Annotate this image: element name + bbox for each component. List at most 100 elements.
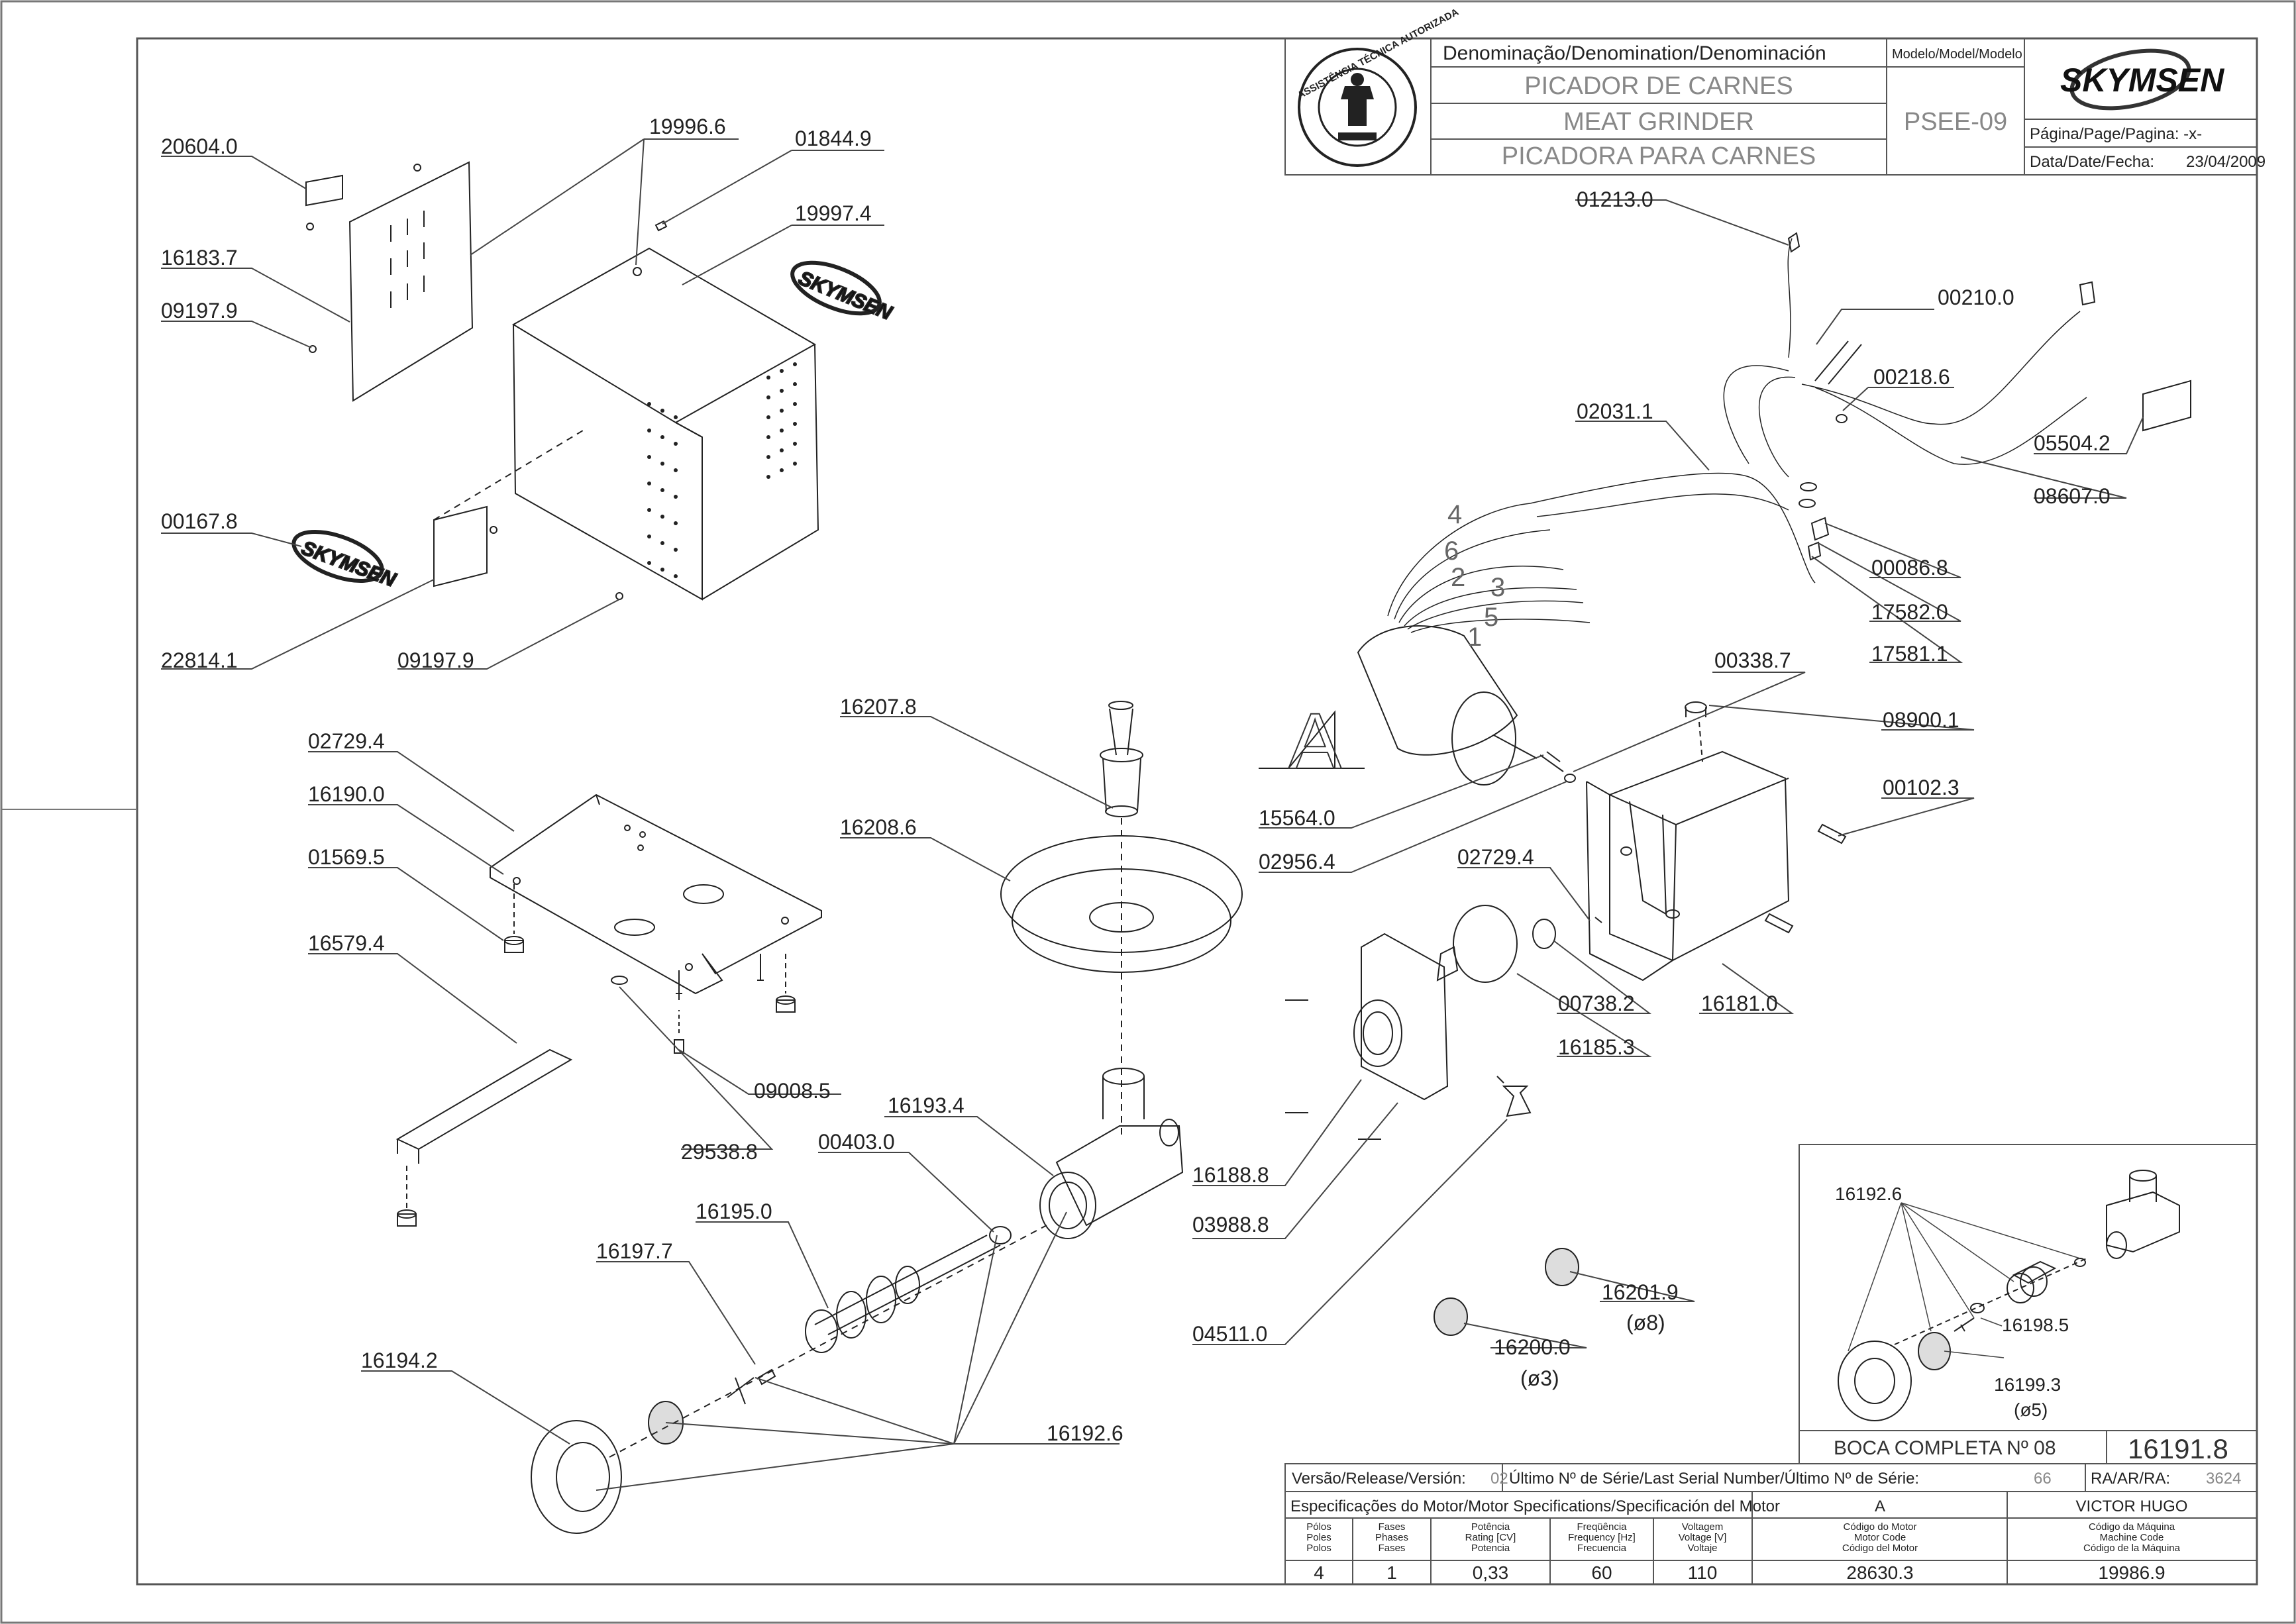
front-flange xyxy=(1361,933,1449,1101)
inset-frame xyxy=(1799,1144,2258,1431)
part-02729-4-b: 02729.4 xyxy=(1457,845,1534,869)
inset-drawing xyxy=(1838,1170,2180,1421)
part-00086-8: 00086.8 xyxy=(1871,556,1948,580)
part-16195-0: 16195.0 xyxy=(696,1199,772,1223)
revision-value: A xyxy=(1875,1497,1885,1515)
version-value: 02 xyxy=(1490,1470,1508,1488)
part-17581-1: 17581.1 xyxy=(1871,642,1948,666)
gearbox xyxy=(1609,750,1790,962)
part-02729-4-a: 02729.4 xyxy=(308,729,385,753)
name-en: MEAT GRINDER xyxy=(1563,108,1754,136)
part-16188-8: 16188.8 xyxy=(1192,1163,1269,1187)
part-02031-1: 02031.1 xyxy=(1577,399,1653,423)
authorized-seal: ASSISTÊNCIA TÉCNICA AUTORIZADA xyxy=(1295,6,1461,167)
rear-panel xyxy=(348,161,474,402)
part-09008-5: 09008.5 xyxy=(754,1079,831,1103)
part-16183-7: 16183.7 xyxy=(161,246,238,270)
title-block xyxy=(1284,38,2258,176)
part-16200-0-diameter: (ø3) xyxy=(1520,1366,1559,1390)
part-16194-2: 16194.2 xyxy=(361,1348,438,1372)
part-16193-4: 16193.4 xyxy=(888,1093,965,1117)
housing-label xyxy=(433,505,488,587)
cord-label xyxy=(2142,380,2191,432)
view-arrow xyxy=(1259,710,1365,769)
part-01213-0: 01213.0 xyxy=(1577,187,1653,211)
motor-wires xyxy=(1387,472,1816,633)
inset-leaders xyxy=(1848,1202,2081,1358)
wire-number-3: 3 xyxy=(1490,573,1505,602)
spec-label-line: Voltaje xyxy=(1687,1543,1717,1554)
part-16579-4: 16579.4 xyxy=(308,931,385,955)
spec-label-line: Phases xyxy=(1375,1532,1408,1543)
spec-label-line: Voltage [V] xyxy=(1679,1532,1727,1543)
spec-label-line: Freqüência xyxy=(1577,1521,1627,1533)
spec-label-line: Código da Máquina xyxy=(2089,1521,2175,1533)
wire-numbers: 4 6 2 3 5 1 xyxy=(1444,500,1505,652)
part-22814-1: 22814.1 xyxy=(161,648,238,672)
plate-8mm xyxy=(1545,1248,1579,1286)
wire-number-2: 2 xyxy=(1451,563,1465,592)
part-16192-6: 16192.6 xyxy=(1047,1421,1123,1445)
part-16200-0: 16200.0 xyxy=(1494,1335,1571,1359)
part-09197-9-a: 09197.9 xyxy=(161,299,238,323)
coupling xyxy=(1453,905,1518,983)
part-20604-0: 20604.0 xyxy=(161,134,238,158)
part-19997-4: 19997.4 xyxy=(795,201,872,225)
part-01844-9: 01844.9 xyxy=(795,127,872,150)
spec-value: 1 xyxy=(1386,1562,1397,1583)
version-label: Versão/Release/Versión: xyxy=(1292,1470,1466,1488)
spec-value: 28630.3 xyxy=(1846,1562,1913,1583)
author-value: VICTOR HUGO xyxy=(2076,1497,2188,1515)
part-01569-5: 01569.5 xyxy=(308,845,385,869)
leader-lines xyxy=(161,138,2144,1491)
spec-label-line: Frequency [Hz] xyxy=(1568,1532,1636,1543)
spec-value: 19986.9 xyxy=(2098,1562,2165,1583)
part-29538-8: 29538.8 xyxy=(681,1140,758,1164)
spec-label-line: Fases xyxy=(1379,1521,1406,1533)
bracket xyxy=(395,1048,573,1164)
ra-value: 3624 xyxy=(2206,1470,2241,1488)
spec-label-line: Potencia xyxy=(1471,1543,1510,1554)
spec-value: 110 xyxy=(1688,1562,1718,1583)
seal-text: ASSISTÊNCIA TÉCNICA AUTORIZADA xyxy=(1295,6,1461,101)
drawing-frame xyxy=(136,37,2258,1586)
part-04511-0: 04511.0 xyxy=(1192,1322,1267,1346)
spec-value: 0,33 xyxy=(1473,1562,1509,1583)
part-05504-2: 05504.2 xyxy=(2034,431,2111,455)
spec-label-line: Polos xyxy=(1306,1543,1331,1554)
date-value: 23/04/2009 xyxy=(2186,153,2266,171)
part-16208-6: 16208.6 xyxy=(840,815,917,839)
retaining-ring xyxy=(531,1420,622,1534)
tray xyxy=(1000,835,1243,953)
part-16185-3: 16185.3 xyxy=(1558,1035,1635,1059)
base-plate xyxy=(490,793,822,995)
spec-label-line: Machine Code xyxy=(2100,1532,2164,1543)
wire-number-1: 1 xyxy=(1467,623,1482,652)
part-08900-1: 08900.1 xyxy=(1883,708,1959,732)
spec-label-line: Código do Motor xyxy=(1844,1521,1917,1533)
motor-spec-label: Especificações do Motor/Motor Specificat… xyxy=(1290,1497,1780,1515)
name-es: PICADORA PARA CARNES xyxy=(1502,142,1816,170)
part-16201-9: 16201.9 xyxy=(1602,1280,1679,1304)
brand-logo: SKYMSEN xyxy=(2060,48,2224,111)
plate-3mm xyxy=(1434,1297,1468,1336)
serial-label: Último Nº de Série/Last Serial Number/Úl… xyxy=(1509,1470,1919,1488)
part-03988-8: 03988.8 xyxy=(1192,1213,1269,1237)
spec-label-line: Potência xyxy=(1471,1521,1510,1533)
spec-value: 60 xyxy=(1591,1562,1612,1583)
part-15564-0: 15564.0 xyxy=(1259,806,1335,830)
spec-label-line: Rating [CV] xyxy=(1465,1532,1516,1543)
spec-label-line: Código de la Máquina xyxy=(2083,1543,2181,1554)
part-16201-9-diameter: (ø8) xyxy=(1626,1311,1665,1335)
ra-label: RA/AR/RA: xyxy=(2091,1470,2170,1488)
inset-label-16198-5: 16198.5 xyxy=(2002,1315,2069,1335)
spec-label-line: Voltagem xyxy=(1682,1521,1724,1533)
serial-value: 66 xyxy=(2034,1470,2052,1488)
part-16207-8: 16207.8 xyxy=(840,695,917,719)
date-label: Data/Date/Fecha: xyxy=(2030,153,2154,171)
part-00738-2: 00738.2 xyxy=(1558,991,1635,1015)
name-pt: PICADOR DE CARNES xyxy=(1524,72,1793,100)
part-17582-0: 17582.0 xyxy=(1871,600,1948,624)
model-value: PSEE-09 xyxy=(1904,108,2007,136)
